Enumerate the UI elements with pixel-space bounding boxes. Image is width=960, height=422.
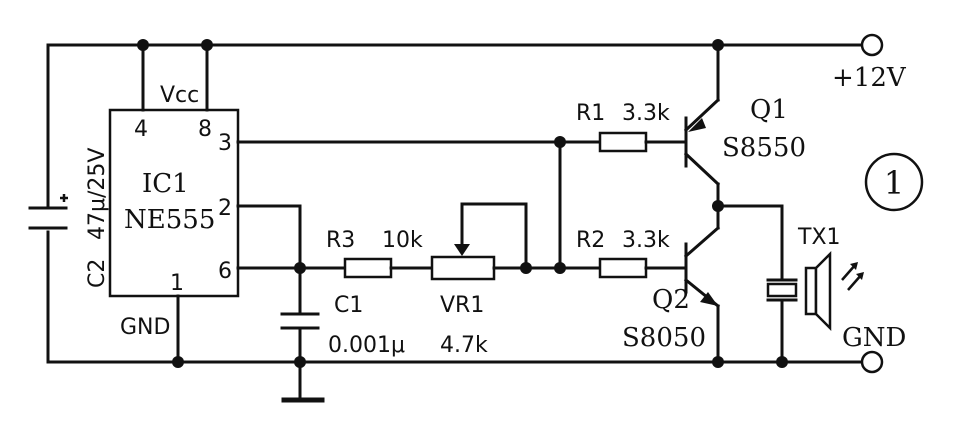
positive-terminal: [860, 33, 884, 57]
r3-value-label: 10k: [382, 228, 423, 253]
c1-value-label: 0.001μ: [328, 333, 405, 358]
output-wire: [716, 204, 784, 280]
junction-dots: [137, 39, 788, 368]
ic1-gnd-label: GND: [120, 315, 170, 340]
supply-positive-label: +12V: [832, 63, 907, 93]
ground-terminal: [860, 350, 884, 374]
ic1-pin8-label: 8: [198, 117, 212, 142]
capacitor-c2: [28, 194, 68, 230]
q1-ref-label: Q1: [750, 95, 788, 125]
supply-ground-label: GND: [842, 323, 906, 353]
ic1-ref-label: IC1: [142, 169, 189, 199]
figure-number-circle: [864, 152, 924, 212]
pin2-wire: [236, 204, 302, 270]
r2-value-label: 3.3k: [622, 228, 670, 253]
resistor-r3: [343, 257, 393, 279]
ic1-pin4-label: 4: [134, 117, 148, 142]
potentiometer-vr1: [430, 255, 496, 281]
vr1-wiper-wire: [460, 202, 528, 270]
q1-part-label: S8550: [722, 133, 806, 163]
r1-value-label: 3.3k: [622, 101, 670, 126]
q2-part-label: S8050: [622, 323, 706, 353]
transistor-q1: [683, 43, 721, 208]
r1-ref-label: R1: [576, 101, 605, 126]
emission-arrows-icon: [841, 262, 864, 291]
vr1-ref-label: VR1: [440, 293, 484, 318]
ic1-part-label: NE555: [124, 205, 215, 235]
c2-value-label: 47μ/25V: [85, 148, 110, 240]
speaker-icon: [804, 250, 832, 332]
capacitor-c1: [280, 312, 320, 330]
r3-ref-label: R3: [326, 228, 355, 253]
vr1-wiper-arrow: [454, 244, 470, 256]
r2-ref-label: R2: [576, 228, 605, 253]
c1-ref-label: C1: [334, 293, 363, 318]
ic1-pin1-label: 1: [170, 271, 184, 296]
c2-ref-label: C2: [85, 259, 110, 288]
ic1-pin6-label: 6: [218, 259, 232, 284]
resistor-r1: [598, 131, 648, 153]
ic1-body: [108, 108, 240, 298]
transducer-tx1: [766, 278, 798, 364]
ic1-pin3-label: 3: [218, 131, 232, 156]
q2-ref-label: Q2: [652, 285, 690, 315]
vr1-value-label: 4.7k: [440, 333, 488, 358]
figure-number-label: 1: [884, 164, 904, 202]
resistor-r2: [598, 257, 648, 279]
ic1-pin2-label: 2: [218, 196, 232, 221]
tx1-ref-label: TX1: [797, 225, 841, 250]
ic1-vcc-label: Vcc: [160, 83, 199, 108]
